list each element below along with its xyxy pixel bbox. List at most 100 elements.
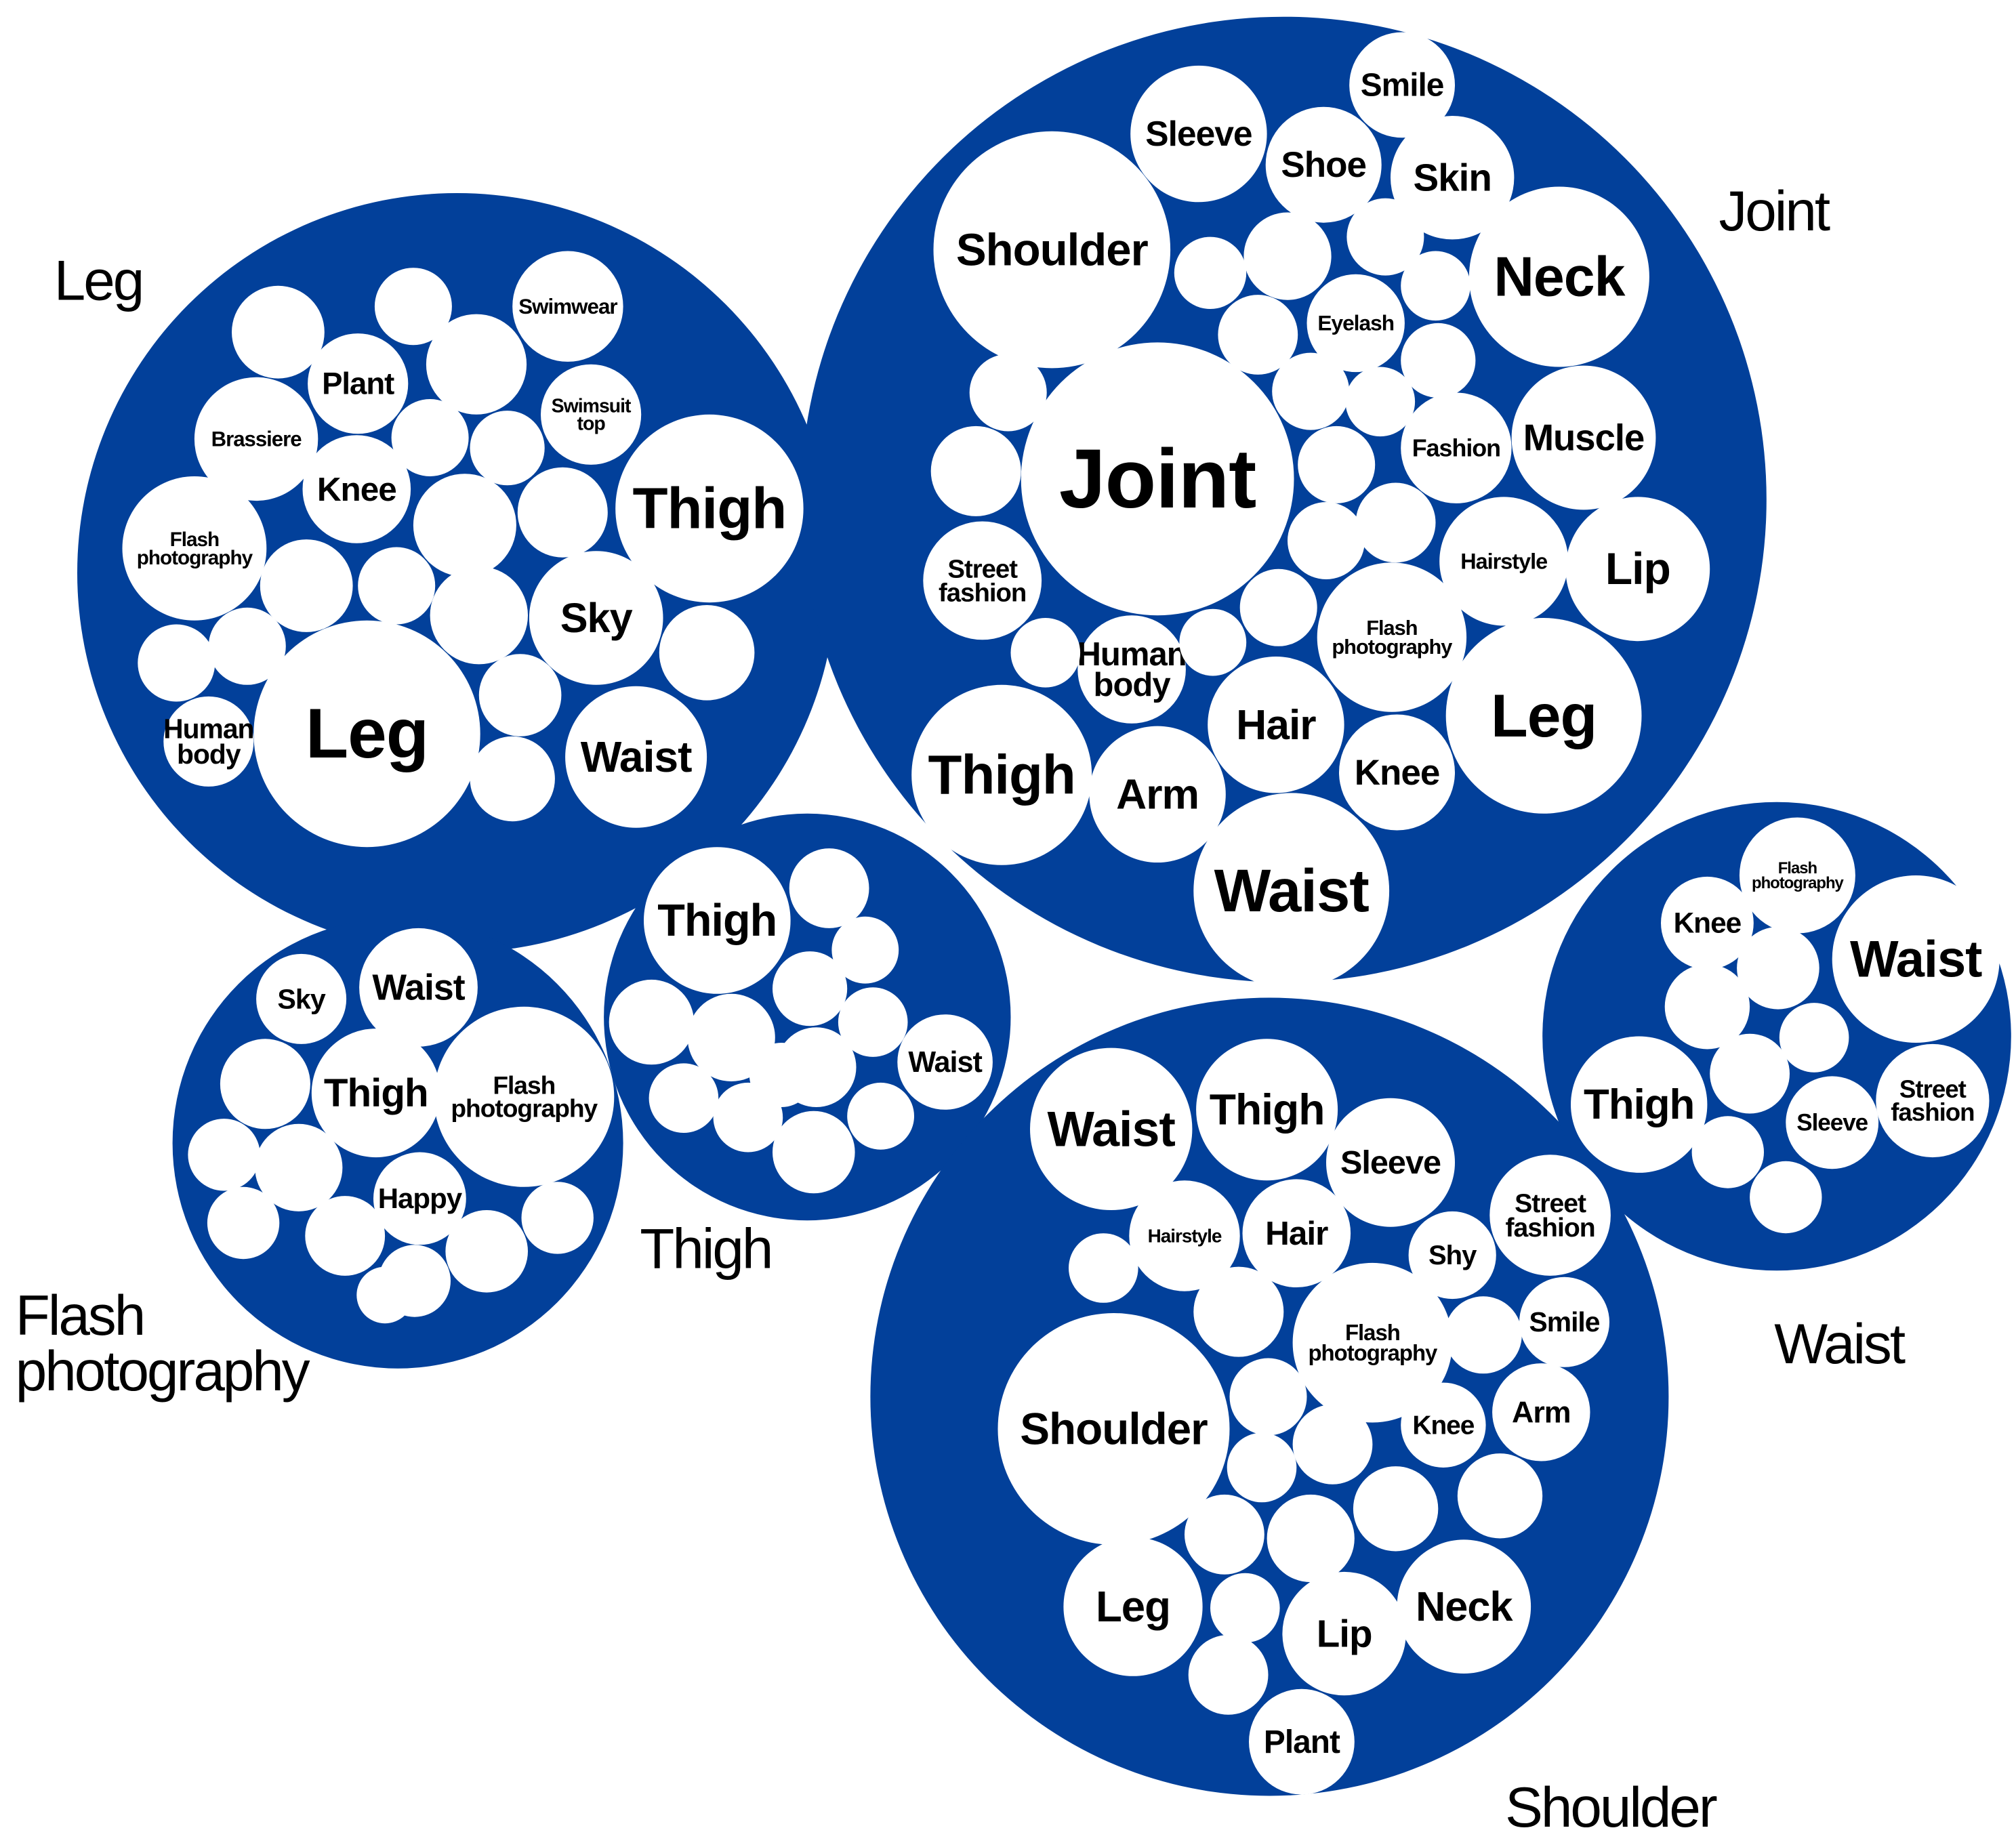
- bubble-street-fashion: [923, 521, 1042, 640]
- bubble-label-flash-photography-line: Flash: [170, 528, 220, 551]
- bubble-unlabeled: [255, 1123, 343, 1211]
- bubble-unlabeled: [1239, 568, 1317, 646]
- bubble-label-waist: Waist: [1850, 930, 1982, 988]
- bubble-label-hair: Hair: [1265, 1215, 1328, 1252]
- bubble-label-lip-line: Lip: [1605, 543, 1670, 594]
- cluster-title-line: photography: [16, 1339, 310, 1403]
- bubble-street-fashion: [1876, 1043, 1990, 1158]
- bubble-leg: [1063, 1537, 1203, 1676]
- bubble-label-street-fashion-line: fashion: [1505, 1213, 1595, 1243]
- bubble-label-hairstyle-line: Hairstyle: [1460, 549, 1547, 573]
- bubble-label-arm: Arm: [1512, 1396, 1571, 1430]
- bubble-unlabeled: [831, 916, 899, 984]
- bubble-sky: [256, 953, 347, 1044]
- bubble-label-neck-line: Neck: [1494, 246, 1625, 308]
- bubble-unlabeled: [1179, 608, 1247, 676]
- bubble-label-hair-line: Hair: [1265, 1215, 1328, 1252]
- bubble-label-thigh: Thigh: [657, 896, 777, 946]
- bubble-label-flash-photography-line: photography: [451, 1094, 598, 1123]
- bubble-label-thigh-line: Thigh: [657, 896, 777, 946]
- bubble-label-human-body-line: body: [177, 739, 241, 770]
- bubble-label-sleeve-line: Sleeve: [1145, 114, 1252, 153]
- bubble-label-street-fashion-line: Street: [947, 554, 1018, 583]
- bubble-label-hairstyle-line: Hairstyle: [1148, 1225, 1222, 1246]
- bubble-label-swimsuit-top-line: top: [577, 413, 605, 435]
- bubble-smile: [1349, 32, 1455, 138]
- bubble-label-sleeve: Sleeve: [1796, 1110, 1868, 1136]
- bubble-label-sky: Sky: [560, 595, 633, 641]
- bubble-unlabeled: [1691, 1116, 1764, 1188]
- bubble-unlabeled: [847, 1082, 914, 1150]
- bubble-label-waist-line: Waist: [908, 1046, 982, 1079]
- bubble-thigh: [1196, 1039, 1338, 1181]
- bubble-label-waist-line: Waist: [1214, 857, 1370, 924]
- bubble-thigh: [615, 414, 804, 603]
- bubble-thigh: [1571, 1036, 1708, 1173]
- bubble-unlabeled: [1069, 1233, 1138, 1303]
- bubble-sky: [529, 551, 663, 685]
- bubble-label-flash-photography-line: Flash: [493, 1071, 555, 1099]
- bubble-unlabeled: [1267, 1494, 1355, 1583]
- bubble-knee: [1661, 876, 1754, 970]
- bubble-label-eyelash-line: Eyelash: [1317, 311, 1394, 335]
- bubble-unlabeled: [1174, 236, 1247, 309]
- bubble-flash-photography: [122, 476, 267, 621]
- bubble-label-plant-line: Plant: [322, 367, 394, 401]
- bubble-unlabeled: [305, 1196, 386, 1276]
- bubble-label-thigh-line: Thigh: [1210, 1085, 1325, 1134]
- bubble-sleeve: [1786, 1076, 1879, 1169]
- bubble-unlabeled: [374, 268, 452, 346]
- bubble-unlabeled: [478, 654, 562, 736]
- cluster-title-waist: Waist: [1774, 1312, 1906, 1375]
- bubble-label-leg-line: Leg: [306, 694, 428, 772]
- bubble-label-plant-line: Plant: [1264, 1724, 1340, 1760]
- bubble-label-knee: Knee: [317, 471, 396, 508]
- bubble-unlabeled: [1010, 618, 1081, 688]
- bubble-label-sleeve-line: Sleeve: [1796, 1110, 1868, 1136]
- bubble-unlabeled: [220, 1039, 310, 1129]
- bubble-label-waist: Waist: [372, 968, 465, 1008]
- bubble-label-fashion-line: Fashion: [1412, 434, 1500, 461]
- bubble-flash-photography: [434, 1006, 615, 1187]
- bubble-label-leg-line: Leg: [1491, 682, 1597, 749]
- cluster-title-line: Waist: [1774, 1312, 1906, 1375]
- bubble-label-thigh-line: Thigh: [324, 1071, 428, 1115]
- bubble-label-sky: Sky: [277, 983, 325, 1014]
- bubble-unlabeled: [773, 1111, 855, 1194]
- bubble-label-thigh: Thigh: [928, 745, 1075, 806]
- bubble-label-hair-line: Hair: [1236, 701, 1316, 749]
- bubble-label-shoe: Shoe: [1281, 145, 1366, 185]
- bubble-unlabeled: [1218, 295, 1298, 375]
- bubble-label-knee-line: Knee: [317, 471, 396, 508]
- bubble-label-sleeve-line: Sleeve: [1340, 1144, 1441, 1181]
- bubble-label-eyelash: Eyelash: [1317, 311, 1394, 335]
- bubble-smile: [1519, 1277, 1609, 1367]
- bubble-label-thigh: Thigh: [1584, 1081, 1694, 1128]
- bubble-fashion: [1401, 392, 1512, 503]
- bubble-neck: [1468, 186, 1649, 367]
- bubble-joint: [1021, 342, 1294, 616]
- bubble-unlabeled: [138, 624, 215, 702]
- bubble-unlabeled: [232, 285, 325, 379]
- bubble-label-thigh-line: Thigh: [928, 745, 1075, 806]
- bubble-unlabeled: [1346, 198, 1424, 276]
- bubble-label-flash-photography-line: Flash: [1778, 859, 1817, 877]
- bubble-knee: [1339, 714, 1455, 831]
- bubble-unlabeled: [445, 1210, 528, 1293]
- bubble-unlabeled: [356, 1266, 413, 1324]
- bubble-label-waist-line: Waist: [1048, 1100, 1176, 1157]
- bubble-label-smile: Smile: [1361, 68, 1444, 104]
- bubble-unlabeled: [1185, 1494, 1264, 1575]
- bubble-label-happy-line: Happy: [378, 1182, 463, 1214]
- bubble-hairstyle: [1439, 497, 1569, 626]
- bubble-unlabeled: [430, 566, 528, 665]
- bubble-label-shy-line: Shy: [1428, 1241, 1477, 1270]
- bubble-label-knee-line: Knee: [1674, 907, 1742, 939]
